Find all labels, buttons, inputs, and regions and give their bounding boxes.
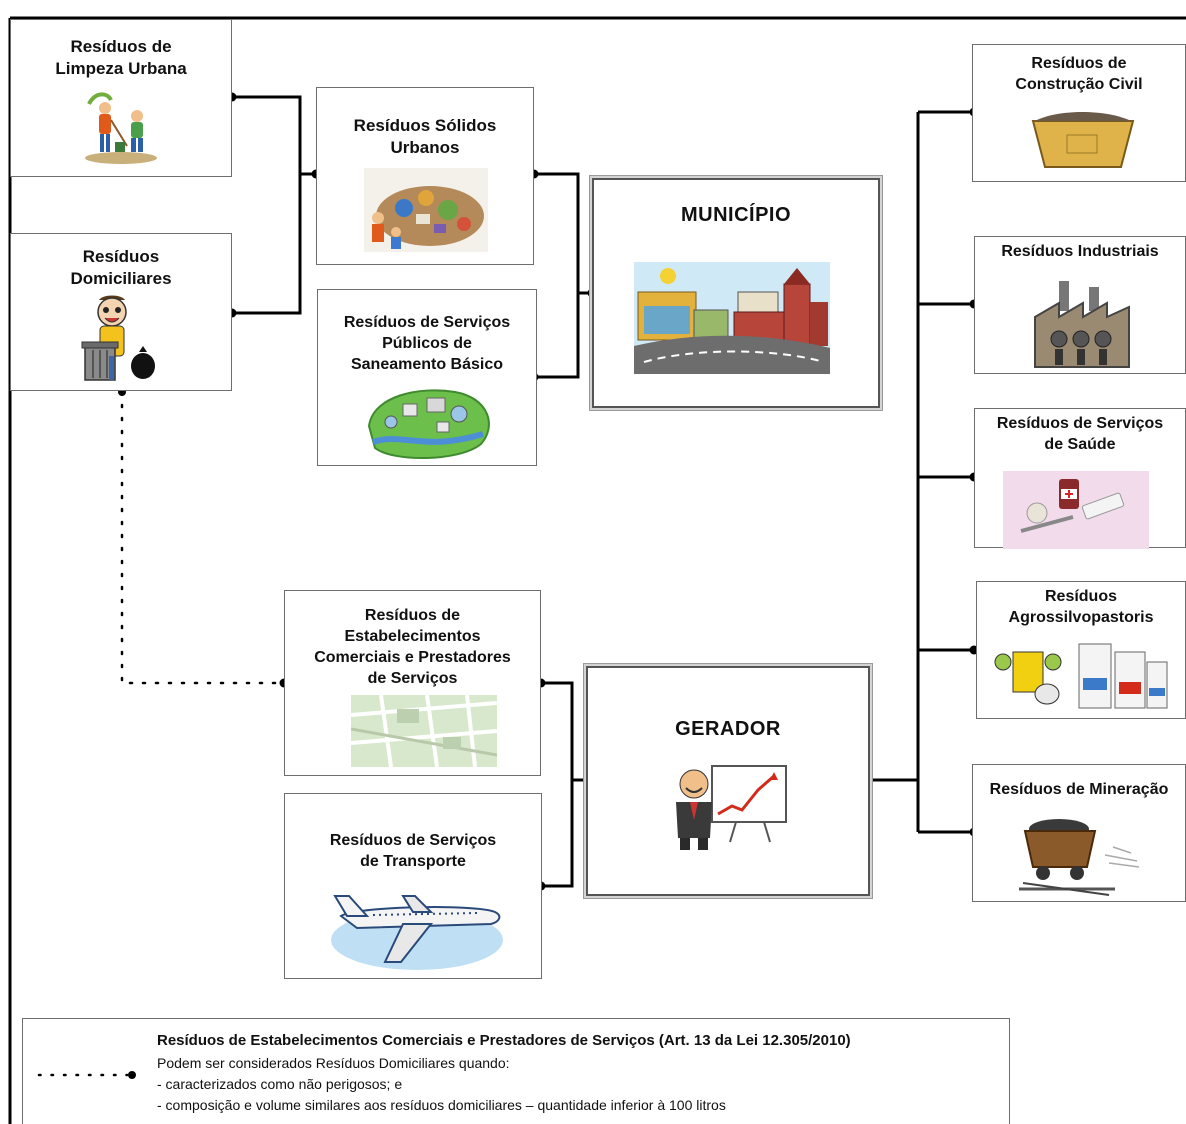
box-domiciliares-line2: Domiciliares xyxy=(70,269,172,288)
person-trash-icon xyxy=(81,295,155,381)
box-solidos-urbanos-line1: Resíduos Sólidos xyxy=(353,116,497,135)
box-gerador: GERADOR xyxy=(586,666,870,896)
box-gerador-title: GERADOR xyxy=(675,718,781,740)
box-municipio-title: MUNICÍPIO xyxy=(680,204,792,226)
box-industriais: Resíduos Industriais xyxy=(974,236,1186,374)
dumpster-icon xyxy=(1031,112,1135,168)
box-limpeza-urbana-line1: Resíduos de xyxy=(70,37,172,56)
box-limpeza-urbana: Resíduos de Limpeza Urbana xyxy=(10,19,232,177)
box-saneamento-line2: Públicos de xyxy=(382,335,472,352)
legend-line-2: - caracterizados como não perigosos; e xyxy=(157,1076,403,1092)
legend-title: Resíduos de Estabelecimentos Comerciais … xyxy=(157,1032,851,1049)
box-comerciais-line2: Estabelecimentos xyxy=(344,628,481,645)
box-municipio: MUNICÍPIO xyxy=(592,178,880,408)
box-comerciais-line3: Comerciais e Prestadores xyxy=(314,649,511,666)
box-saneamento: Resíduos de Serviços Públicos de Saneame… xyxy=(317,289,537,466)
box-agrossilvopastoris-line2: Agrossilvopastoris xyxy=(1008,609,1154,626)
waste-pile-icon xyxy=(364,168,488,252)
box-construcao-civil-line2: Construção Civil xyxy=(1015,76,1143,93)
box-saude-line1: Resíduos de Serviços xyxy=(996,415,1164,432)
box-mineracao-line1: Resíduos de Mineração xyxy=(989,781,1169,798)
box-construcao-civil-line1: Resíduos de xyxy=(1031,55,1127,72)
medical-waste-icon xyxy=(1003,471,1149,549)
box-solidos-urbanos: Resíduos Sólidos Urbanos xyxy=(316,87,534,265)
box-agrossilvopastoris-line1: Resíduos xyxy=(1044,588,1117,605)
box-saneamento-line3: Saneamento Básico xyxy=(350,356,504,373)
box-agrossilvopastoris: Resíduos Agrossilvopastoris xyxy=(976,581,1186,719)
legend-line-3: - composição e volume similares aos resí… xyxy=(157,1097,726,1113)
factory-icon xyxy=(1034,281,1130,368)
street-cleaners-icon xyxy=(85,92,157,164)
box-saude: Resíduos de Serviços de Saúde xyxy=(974,408,1186,549)
box-transporte-line1: Resíduos de Serviços xyxy=(329,832,497,849)
box-transporte-line2: de Transporte xyxy=(360,853,466,870)
airplane-icon xyxy=(331,895,503,970)
box-construcao-civil: Resíduos de Construção Civil xyxy=(972,44,1186,182)
box-transporte: Resíduos de Serviços de Transporte xyxy=(284,793,542,979)
box-limpeza-urbana-line2: Limpeza Urbana xyxy=(55,59,187,78)
city-map-icon xyxy=(351,695,497,767)
box-comerciais-line1: Resíduos de xyxy=(364,607,461,624)
box-saude-line2: de Saúde xyxy=(1044,436,1116,453)
legend-line-1: Podem ser considerados Resíduos Domicili… xyxy=(157,1055,510,1071)
agrochemical-containers-icon xyxy=(994,643,1168,709)
mine-cart-icon xyxy=(1019,819,1140,896)
legend-dotted-line xyxy=(37,1071,136,1079)
box-domiciliares-line1: Resíduos xyxy=(82,247,160,266)
box-comerciais-line4: de Serviços xyxy=(367,670,458,687)
box-industriais-line1: Resíduos Industriais xyxy=(1001,243,1159,260)
businessman-chart-icon xyxy=(676,765,787,850)
box-comerciais: Resíduos de Estabelecimentos Comerciais … xyxy=(284,590,541,776)
box-domiciliares: Resíduos Domiciliares xyxy=(10,233,232,391)
sanitation-landscape-icon xyxy=(367,389,490,460)
box-mineracao: Resíduos de Mineração xyxy=(972,764,1186,902)
box-solidos-urbanos-line2: Urbanos xyxy=(390,138,460,157)
box-saneamento-line1: Resíduos de Serviços xyxy=(343,314,511,331)
town-icon xyxy=(634,262,830,374)
legend-box: Resíduos de Estabelecimentos Comerciais … xyxy=(22,1018,1010,1124)
